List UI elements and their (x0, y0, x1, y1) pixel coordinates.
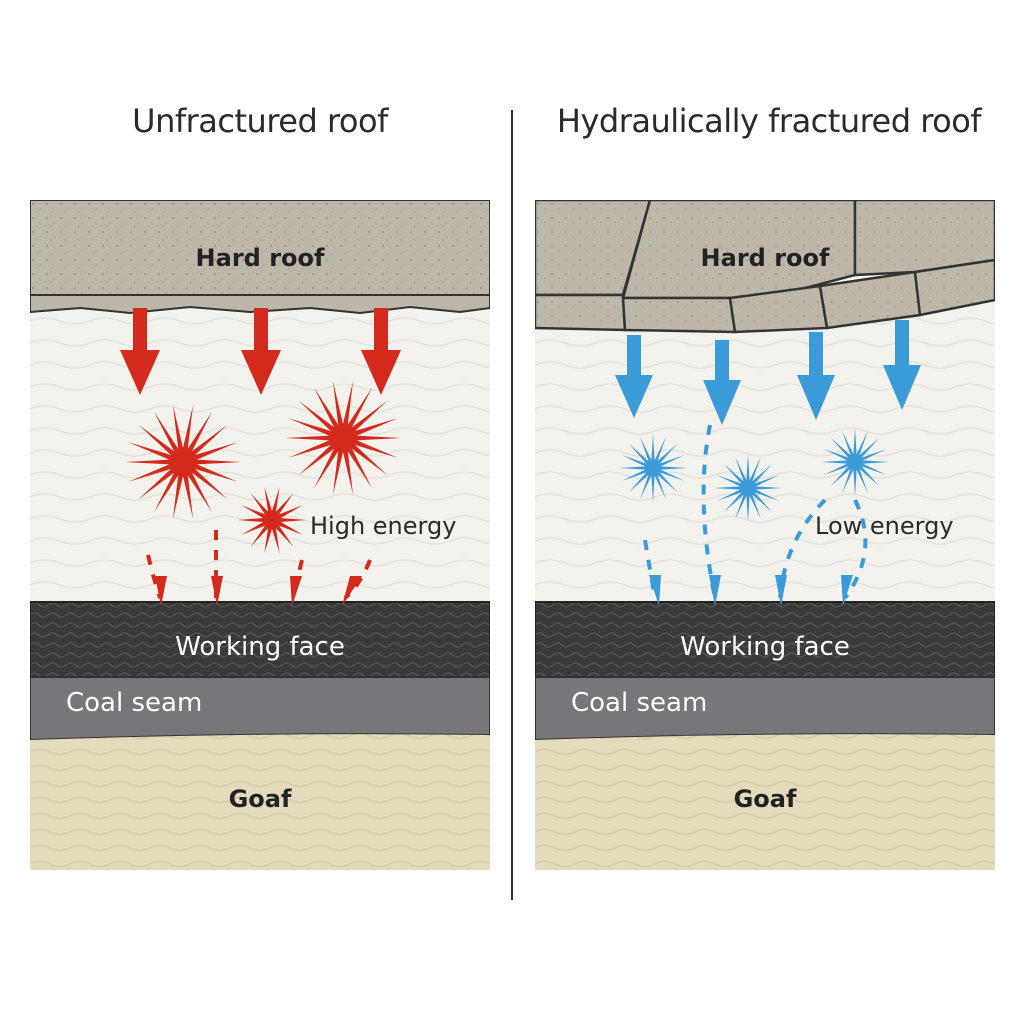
stress-arrows-high (120, 308, 401, 395)
working-face-label: Working face (680, 632, 850, 662)
energy-label: Low energy (815, 512, 954, 540)
fractured-hard-roof (535, 200, 995, 334)
fractured-diagram (535, 200, 995, 870)
arrow-down (361, 308, 401, 395)
goaf-layer (30, 734, 490, 870)
arrow-down (615, 335, 653, 418)
arrow-down (703, 340, 741, 425)
stress-arrows-low (615, 320, 921, 425)
energy-label: High energy (310, 512, 457, 540)
arrow-down (883, 320, 921, 410)
title-fractured-roof: Hydraulically fractured roof (556, 102, 982, 140)
coal-seam-label: Coal seam (66, 688, 203, 718)
goaf-label: Goaf (733, 785, 797, 813)
hard-roof-label: Hard roof (195, 244, 325, 272)
arrow-down (797, 332, 835, 420)
burst-high-3 (238, 486, 306, 554)
coal-seam-label: Coal seam (571, 688, 708, 718)
hard-roof-layer (30, 200, 490, 296)
trails-low (643, 424, 868, 600)
arrow-down (241, 308, 281, 395)
title-unfractured-roof: Unfractured roof (132, 102, 388, 140)
working-face-layer (30, 601, 490, 678)
burst-high-1 (125, 404, 241, 520)
panel-fractured: Hard roof Low energy Working face Coal s… (535, 200, 995, 870)
burst-low-3 (821, 428, 889, 496)
goaf-layer (535, 734, 995, 870)
panel-unfractured: Hard roof High energy Working face Coal … (30, 200, 490, 870)
working-face-label: Working face (175, 632, 345, 662)
burst-low-1 (619, 434, 687, 502)
goaf-label: Goaf (228, 785, 292, 813)
burst-high-2 (285, 380, 401, 496)
roof-block (913, 258, 995, 317)
roof-block (621, 296, 737, 334)
arrow-down (120, 308, 160, 395)
panel-divider (511, 110, 513, 900)
roof-block (535, 293, 627, 332)
hard-roof-label: Hard roof (700, 244, 830, 272)
strata-layer (535, 300, 995, 605)
unfractured-diagram (30, 200, 490, 870)
burst-low-2 (714, 454, 782, 522)
